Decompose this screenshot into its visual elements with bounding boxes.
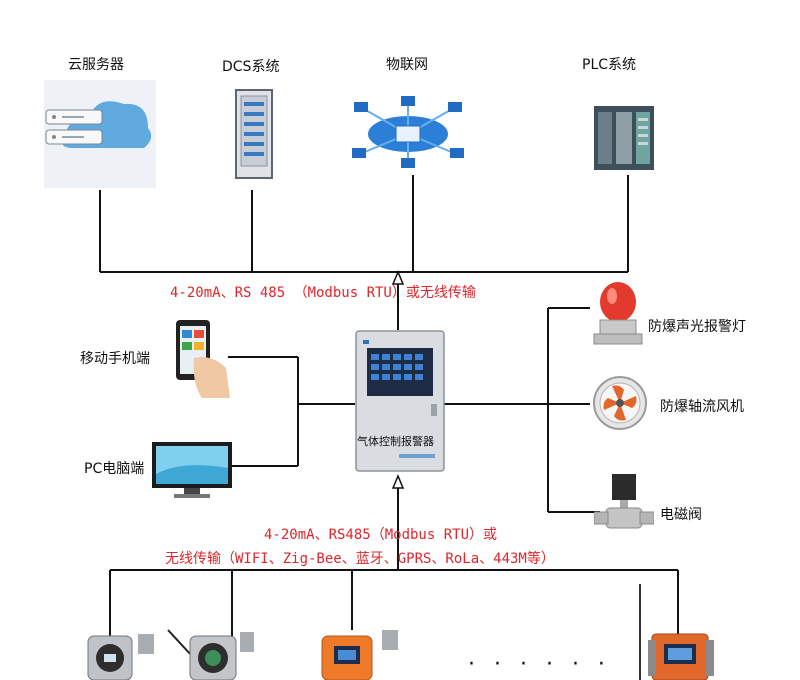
pc-client-label: PC电脑端 (84, 461, 145, 477)
more-detectors-ellipsis: · · · · · · (468, 652, 611, 677)
plc-module-icon (594, 106, 654, 170)
mobile-phone-icon (176, 320, 230, 398)
solenoid-valve-icon (594, 474, 654, 529)
upper-link-text: 4-20mA、RS 485 （Modbus RTU）或无线传输 (170, 285, 476, 301)
dcs-cabinet-icon (235, 89, 273, 179)
gas-detector-icon (167, 629, 254, 680)
pc-monitor-icon (152, 442, 232, 498)
alarm-light-icon (593, 282, 643, 345)
alarm-light-label: 防爆声光报警灯 (648, 319, 746, 335)
gas-detector-icon (639, 584, 714, 680)
axial-fan-label: 防爆轴流风机 (660, 399, 744, 415)
mobile-client-label: 移动手机端 (80, 351, 150, 367)
cloud-server-label: 云服务器 (68, 57, 124, 73)
controller-name: 气体控制报警器 (357, 435, 434, 448)
iot-network-icon (352, 96, 464, 168)
lower-link-text-line1: 4-20mA、RS485（Modbus RTU）或 (264, 527, 498, 543)
gas-alarm-controller-icon (355, 330, 445, 472)
lower-link-text-line2: 无线传输（WIFI、Zig-Bee、蓝牙、GPRS、RoLa、443M等） (165, 551, 555, 567)
plc-system-label: PLC系统 (582, 57, 637, 73)
axial-fan-icon (593, 376, 647, 430)
gas-detector-icon (321, 630, 398, 680)
iot-label: 物联网 (386, 57, 428, 73)
dcs-system-label: DCS系统 (222, 59, 280, 75)
gas-detector-icon (87, 634, 154, 680)
cloud-server-icon (44, 80, 156, 188)
solenoid-valve-label: 电磁阀 (660, 507, 702, 523)
